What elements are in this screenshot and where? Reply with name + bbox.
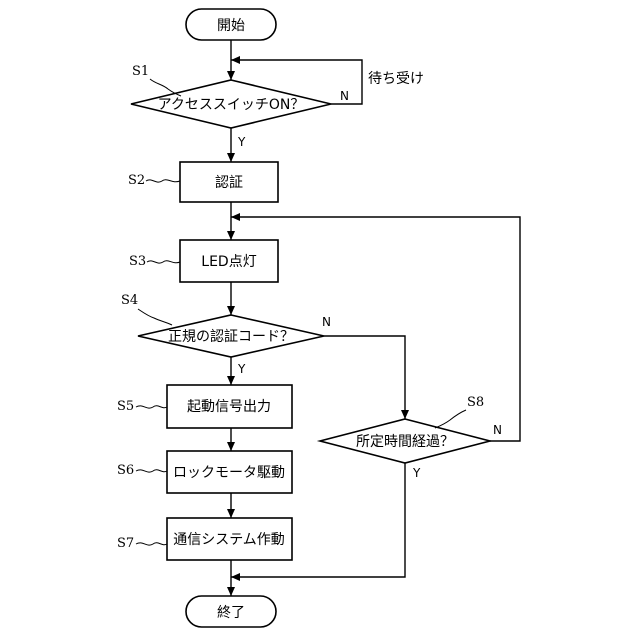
node-s7-process: 通信システム作動 [167,518,292,560]
node-s1-label: アクセススイッチON？ [158,97,305,113]
s4-no-label: N [322,315,331,329]
edges [231,40,520,596]
s1-loop-note: 待ち受け [368,71,424,87]
step-label-s5: S5 [117,399,134,414]
leader-s6 [136,470,167,472]
step-label-s4: S4 [121,293,138,308]
node-s2-process: 認証 [180,162,278,202]
node-s5-label: 起動信号出力 [187,399,271,415]
leader-s4 [138,309,172,325]
step-label-s3: S3 [129,254,146,269]
edge-s4-s8 [324,336,405,419]
leader-s2 [146,180,180,182]
node-s3-label: LED点灯 [201,254,256,270]
s4-yes-label: Y [237,362,246,376]
node-start: 開始 [186,9,276,40]
s8-no-label: N [493,423,502,437]
node-start-label: 開始 [217,18,245,34]
node-s8-decision: 所定時間経過？ [320,419,490,463]
node-s5-process: 起動信号出力 [167,385,292,428]
node-s8-label: 所定時間経過？ [356,434,454,450]
leader-s1 [150,79,181,96]
step-label-s1: S1 [132,64,149,79]
node-end: 終了 [186,596,276,627]
s8-yes-label: Y [412,466,421,480]
node-s7-label: 通信システム作動 [173,532,285,548]
step-label-s7: S7 [117,536,134,551]
s1-yes-label: Y [237,135,246,149]
node-s4-label: 正規の認証コード？ [168,329,294,345]
step-label-s2: S2 [128,173,145,188]
leader-s5 [136,406,167,408]
node-s6-process: ロックモータ駆動 [167,451,292,493]
step-label-s8: S8 [467,395,484,410]
s1-no-label: N [340,89,349,103]
node-s6-label: ロックモータ駆動 [173,465,285,481]
node-s4-decision: 正規の認証コード？ [138,315,324,357]
step-label-s6: S6 [117,463,134,478]
node-s3-process: LED点灯 [180,240,278,282]
leader-s7 [136,543,167,545]
node-end-label: 終了 [217,605,245,621]
node-s2-label: 認証 [215,175,243,191]
leader-s8 [435,410,466,428]
leader-s3 [147,261,180,263]
node-s1-decision: アクセススイッチON？ [131,80,331,128]
